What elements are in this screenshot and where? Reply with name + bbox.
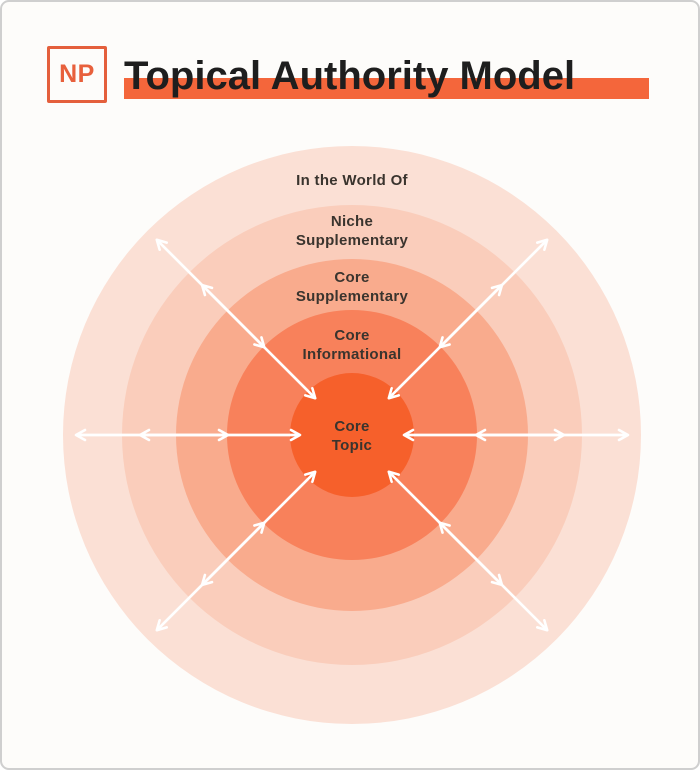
radial-arrow-45deg: [438, 521, 549, 632]
page-header: Topical Authority Model: [124, 2, 664, 112]
page-title: Topical Authority Model: [124, 54, 576, 98]
arrows-group: [74, 238, 630, 632]
radial-arrow-135deg: [155, 521, 266, 632]
title-highlight-bar: [124, 78, 649, 99]
np-logo-text: NP: [59, 60, 95, 88]
np-logo: NP: [47, 46, 107, 103]
ring-core-topic: [290, 373, 414, 497]
radial-arrow-225deg: [155, 238, 266, 349]
radial-arrow-315deg: [438, 238, 549, 349]
